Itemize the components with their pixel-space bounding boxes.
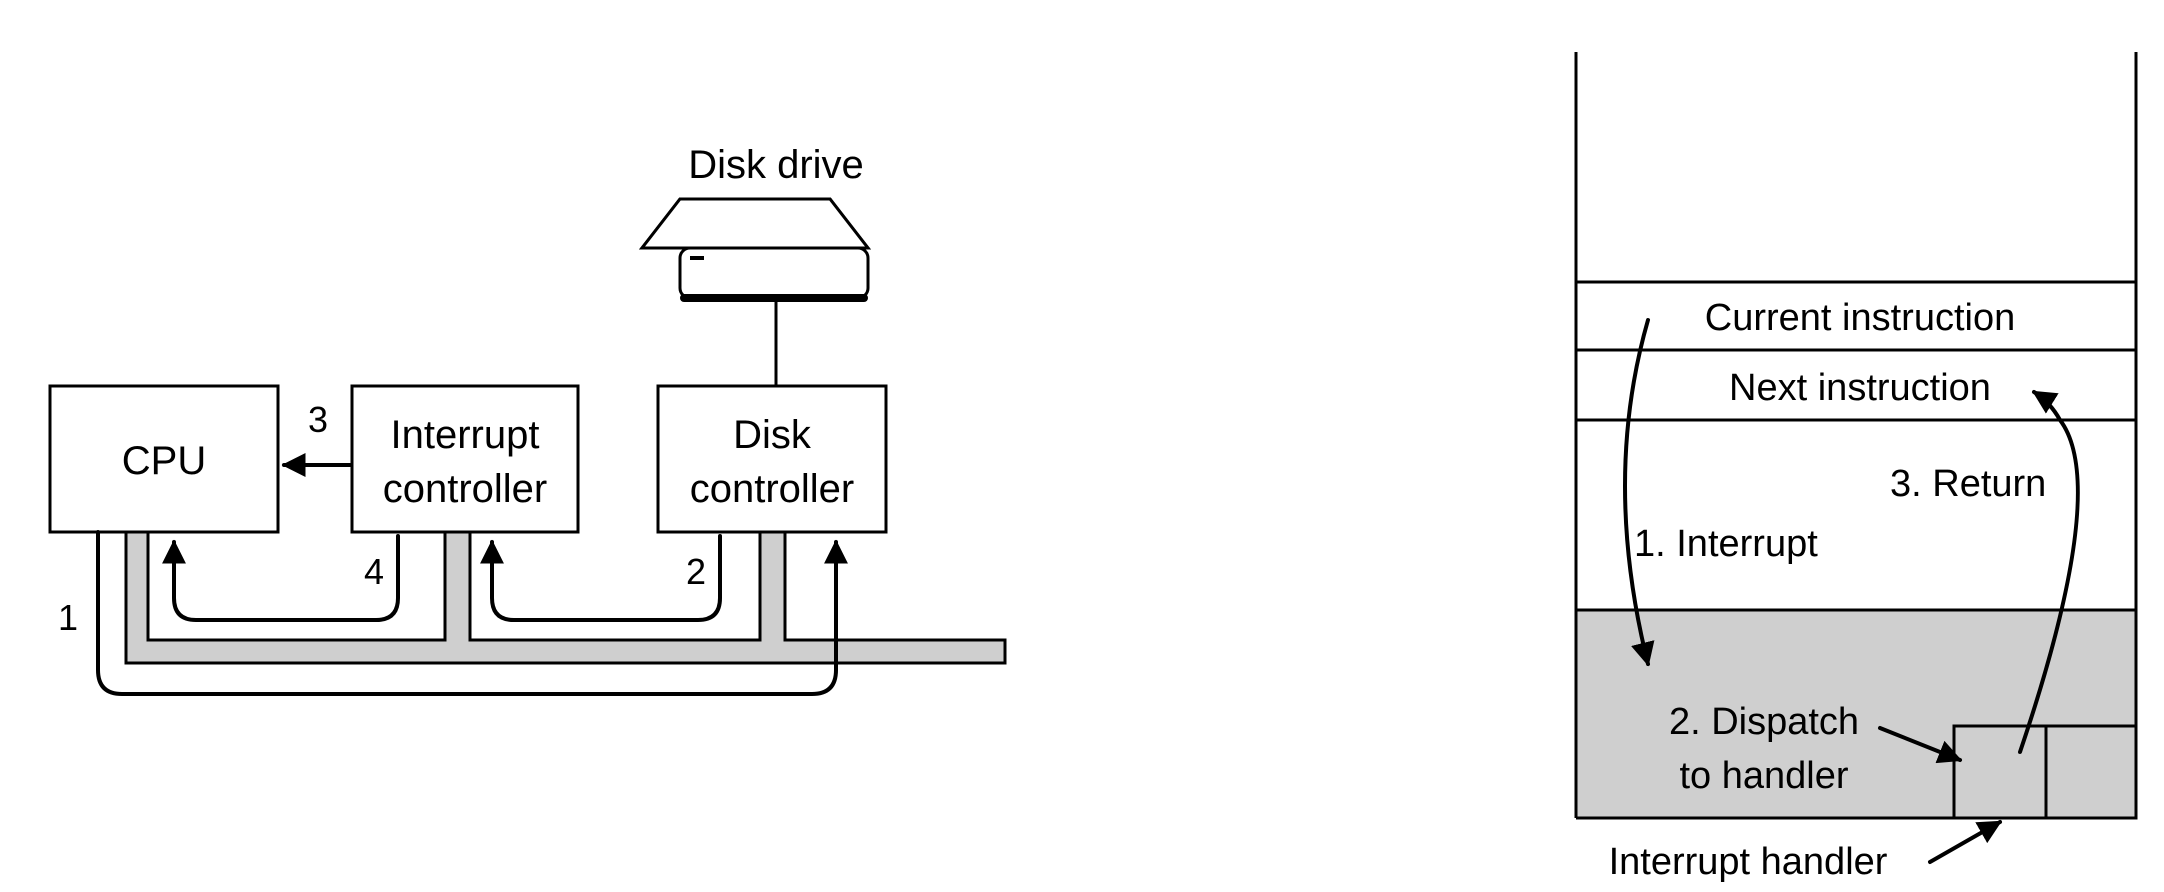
cpu-label: CPU [122,439,206,483]
step-2-arrow [480,534,722,622]
step-2-label: 2 [686,551,706,592]
step-1-arrow [96,530,848,696]
interrupt-controller-label-line2: controller [383,467,548,511]
interrupt-arrow [1623,318,1655,667]
return-label: 3. Return [1890,463,2046,505]
interrupt-label: 1. Interrupt [1634,523,1818,565]
step-4-label: 4 [364,551,384,592]
disk-drive-label: Disk drive [688,143,864,187]
step-1-label: 1 [58,597,78,638]
dispatch-label-line1: 2. Dispatch [1669,701,1859,743]
handler-region [1576,610,2136,818]
disk-controller-label-line1: Disk [733,413,812,457]
memory-panel: Current instruction Next instruction 1. … [1574,52,2138,883]
interrupt-controller-box: Interrupt controller [350,384,580,534]
current-instruction-label: Current instruction [1705,297,2015,339]
interrupt-controller-label-line1: Interrupt [391,413,540,457]
dispatch-arrow [1878,726,1963,764]
cpu-box: CPU [48,384,280,534]
disk-drive-led [690,256,704,260]
step-4-arrow [162,534,400,622]
handler-box-adjacent [2044,724,2138,820]
step-3-label: 3 [308,399,328,440]
interrupt-handler-label: Interrupt handler [1609,841,1888,883]
disk-drive: Disk drive [638,143,872,302]
system-bus [124,532,1007,665]
next-instruction-label: Next instruction [1729,367,1991,409]
return-arrow [2018,390,2080,754]
disk-drive-base [680,294,868,302]
dispatch-label-line2: to handler [1679,755,1848,797]
hardware-panel: Disk drive CPU Interrupt controller Disk… [48,143,1007,696]
handler-pointer-arrow [1928,820,2003,864]
disk-controller-box: Disk controller [656,384,888,534]
disk-controller-label-line2: controller [690,467,855,511]
